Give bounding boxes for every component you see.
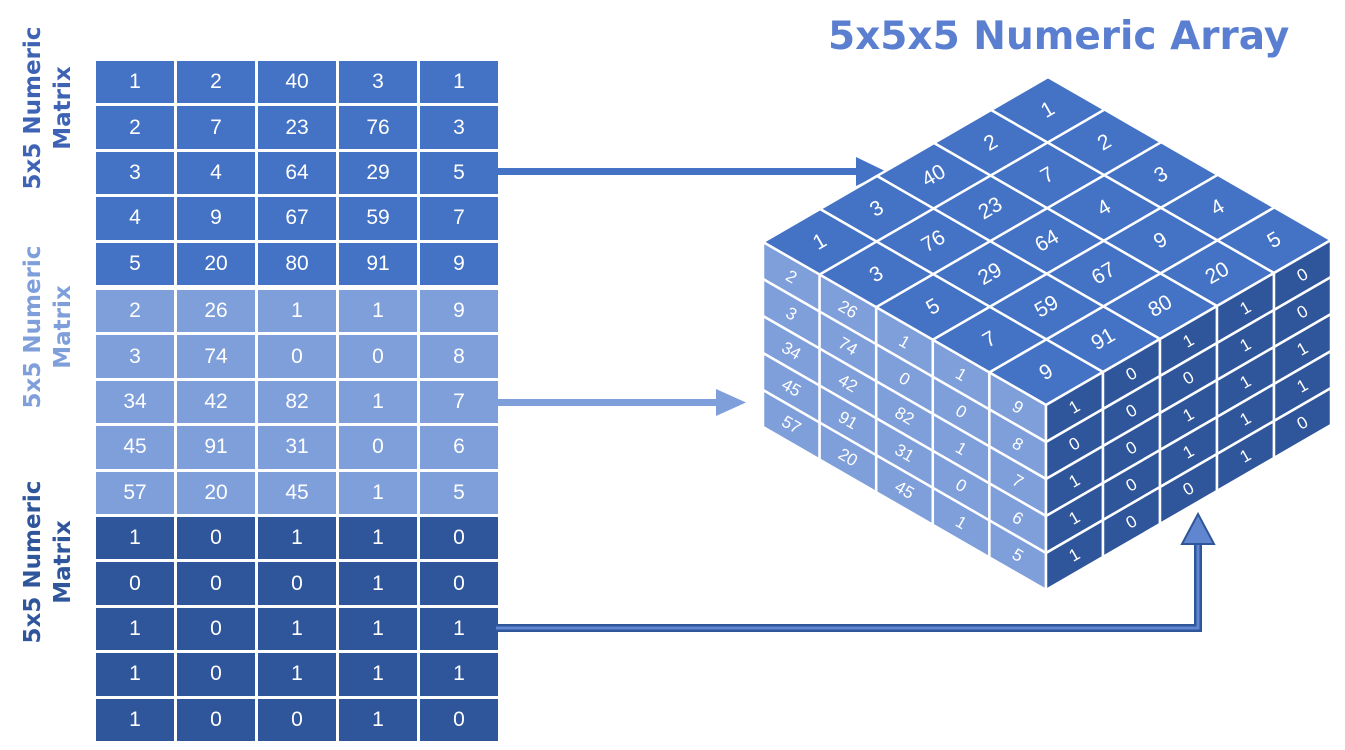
matrix-2-cell: 2 xyxy=(96,290,174,333)
matrix-1-cell: 64 xyxy=(258,151,336,195)
matrix-3-cell: 1 xyxy=(420,653,498,696)
matrix-2-cell: 1 xyxy=(339,380,417,424)
matrix-2-cell: 0 xyxy=(339,335,417,378)
matrix-2-cell: 91 xyxy=(177,426,255,469)
matrix-3-cell: 0 xyxy=(258,698,336,741)
matrix-3-cell: 1 xyxy=(258,517,336,560)
matrix-1-cell: 9 xyxy=(420,242,498,285)
matrix-2-cell: 34 xyxy=(96,380,174,424)
matrix-3-cell: 1 xyxy=(96,698,174,741)
matrix-3-cell: 1 xyxy=(96,653,174,696)
matrix-2-cell: 20 xyxy=(177,471,255,514)
matrix-3-cell: 0 xyxy=(177,698,255,741)
matrix-3-cell: 0 xyxy=(420,698,498,741)
matrix-2-cell: 1 xyxy=(339,471,417,514)
matrix-2-cell: 7 xyxy=(420,380,498,424)
matrix-3-cell: 0 xyxy=(177,653,255,696)
matrix-3-cell: 1 xyxy=(339,517,417,560)
matrix-2-cell: 1 xyxy=(339,290,417,333)
matrix-2-cell: 3 xyxy=(96,335,174,378)
matrix-1-cell: 4 xyxy=(177,151,255,195)
matrix-2-cell: 0 xyxy=(339,426,417,469)
matrix-1-cell: 1 xyxy=(420,61,498,104)
matrix-1-cell: 1 xyxy=(96,61,174,104)
matrix-3-cell: 0 xyxy=(177,562,255,605)
matrix-1-cell: 23 xyxy=(258,106,336,149)
matrix-2-cell: 42 xyxy=(177,380,255,424)
cube-right-cell xyxy=(1272,385,1333,461)
matrix-3-cell: 1 xyxy=(339,698,417,741)
matrix-1-cell: 76 xyxy=(339,106,417,149)
matrix-1-cell: 59 xyxy=(339,197,417,240)
matrix-1-cell: 20 xyxy=(177,242,255,285)
matrix-1-cell: 9 xyxy=(177,197,255,240)
matrix-2-cell: 31 xyxy=(258,426,336,469)
matrix-3-cell: 1 xyxy=(258,607,336,651)
matrix-2-cell: 6 xyxy=(420,426,498,469)
matrix-2-cell: 82 xyxy=(258,380,336,424)
matrix-3-cell: 1 xyxy=(339,653,417,696)
matrix-1-cell: 7 xyxy=(420,197,498,240)
matrix-2-cell: 5 xyxy=(420,471,498,514)
matrix-3-cell: 0 xyxy=(420,517,498,560)
matrix-3-cell: 1 xyxy=(258,653,336,696)
matrix-3-cell: 1 xyxy=(339,562,417,605)
matrix-2-cell: 9 xyxy=(420,290,498,333)
matrix-2-cell: 57 xyxy=(96,471,174,514)
matrix-2-cell: 74 xyxy=(177,335,255,378)
matrix-1-cell: 2 xyxy=(96,106,174,149)
matrix-1-cell: 4 xyxy=(96,197,174,240)
matrix-3-cell: 1 xyxy=(96,607,174,651)
matrix-1-cell: 5 xyxy=(96,242,174,285)
matrix-1-cell: 5 xyxy=(420,151,498,195)
matrix-3-cell: 0 xyxy=(420,562,498,605)
array-title: 5x5x5 Numeric Array xyxy=(828,14,1290,59)
matrix-3-cell: 0 xyxy=(177,517,255,560)
matrix-3-cell: 1 xyxy=(420,607,498,651)
matrix-3-cell: 1 xyxy=(96,517,174,560)
matrix-1-cell: 80 xyxy=(258,242,336,285)
matrix-1-cell: 67 xyxy=(258,197,336,240)
matrix-3-cell: 0 xyxy=(177,607,255,651)
matrix-3-cell: 0 xyxy=(258,562,336,605)
matrix-1-cell: 3 xyxy=(420,106,498,149)
matrix-2-cell: 45 xyxy=(258,471,336,514)
matrix-2-cell: 8 xyxy=(420,335,498,378)
matrix-1-cell: 3 xyxy=(96,151,174,195)
matrix-1-cell: 3 xyxy=(339,61,417,104)
matrix-1-cell: 91 xyxy=(339,242,417,285)
matrix-2-cell: 26 xyxy=(177,290,255,333)
matrix-1-cell: 2 xyxy=(177,61,255,104)
matrix-2-cell: 1 xyxy=(258,290,336,333)
matrix-3-cell: 0 xyxy=(96,562,174,605)
matrix-1-cell: 7 xyxy=(177,106,255,149)
matrix-1-cell: 40 xyxy=(258,61,336,104)
matrix-1-cell: 29 xyxy=(339,151,417,195)
matrix-2-cell: 0 xyxy=(258,335,336,378)
matrix-2-cell: 45 xyxy=(96,426,174,469)
matrix-3-cell: 1 xyxy=(339,607,417,651)
